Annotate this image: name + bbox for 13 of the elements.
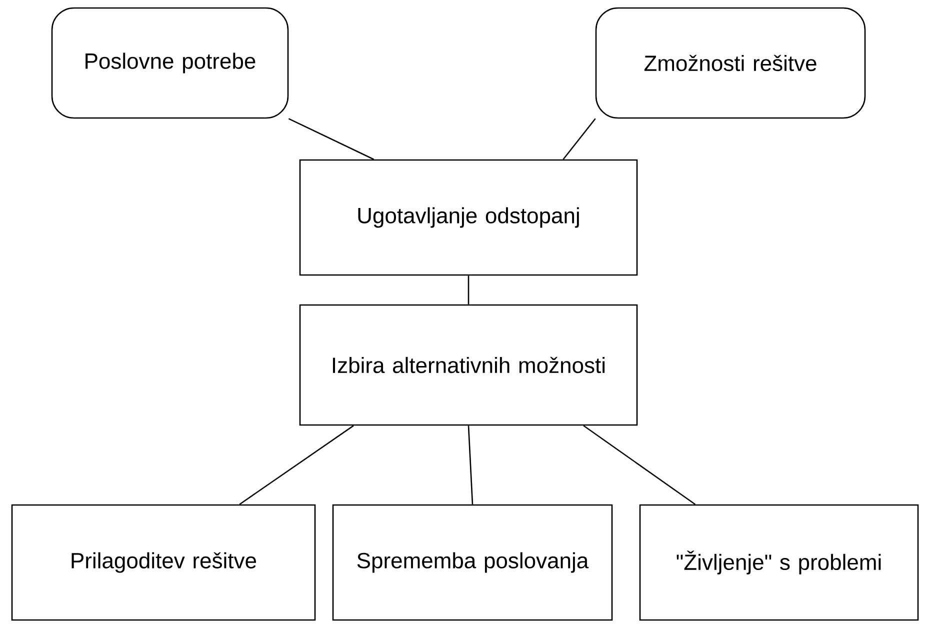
rounded-box: Zmožnosti rešitve bbox=[595, 7, 866, 119]
connector-line bbox=[468, 276, 470, 304]
process-box: Sprememba poslovanja bbox=[332, 504, 613, 621]
rounded-box: Poslovne potrebe bbox=[51, 7, 289, 119]
connector-line bbox=[583, 425, 696, 505]
connector-line bbox=[562, 118, 596, 160]
process-box: Izbira alternativnih možnosti bbox=[299, 304, 638, 426]
connector-line bbox=[288, 118, 374, 160]
process-box: "Življenje" s problemi bbox=[639, 504, 919, 621]
process-box: Prilagoditev rešitve bbox=[11, 504, 316, 621]
process-box: Ugotavljanje odstopanj bbox=[299, 159, 638, 276]
connector-line bbox=[239, 425, 354, 505]
connector-line bbox=[468, 426, 474, 504]
